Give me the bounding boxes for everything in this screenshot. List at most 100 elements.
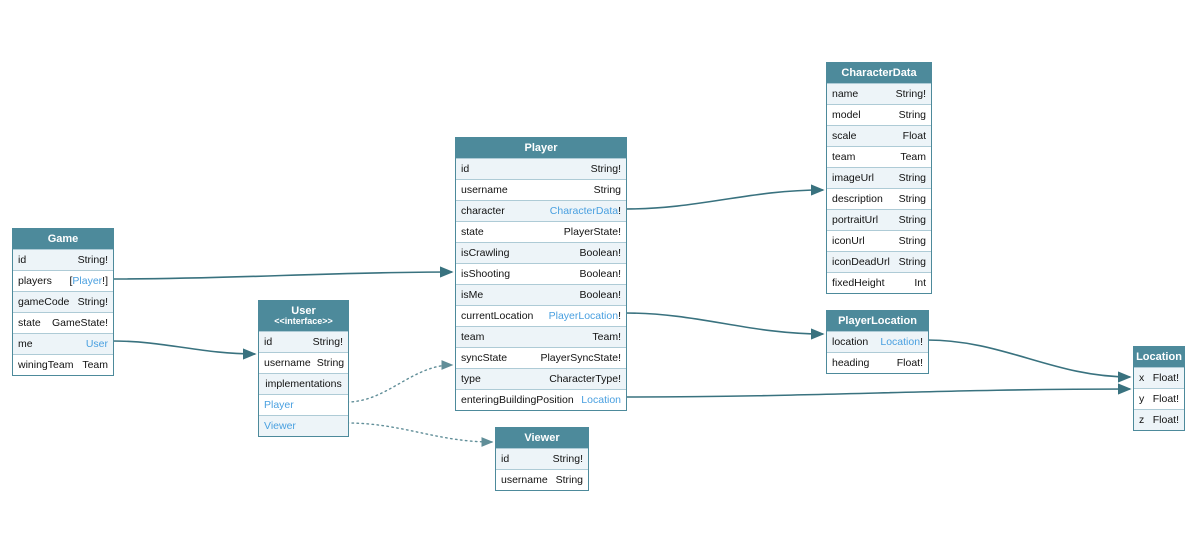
- type-link-characterdata[interactable]: CharacterData: [549, 205, 619, 217]
- field-name: state: [18, 317, 41, 329]
- field-name: currentLocation: [461, 310, 534, 322]
- field-name: imageUrl: [832, 172, 875, 184]
- field-type: PlayerState!: [563, 226, 621, 238]
- edge-user-viewer-to-viewer[interactable]: [346, 422, 494, 447]
- field-row-player-currentlocation[interactable]: currentLocation PlayerLocation!: [456, 305, 626, 326]
- field-name: description: [832, 193, 883, 205]
- field-type: PlayerSyncState!: [540, 352, 621, 364]
- field-row-location-y[interactable]: y Float!: [1134, 388, 1184, 409]
- field-type: Location!: [880, 336, 923, 348]
- field-type: Team: [900, 151, 926, 163]
- edge-game-me-to-user[interactable]: [111, 340, 257, 360]
- field-name: winingTeam: [18, 359, 74, 371]
- table-header-user[interactable]: User<<interface>>: [259, 301, 348, 331]
- field-row-user-implementations[interactable]: implementations: [259, 373, 348, 394]
- field-name: type: [461, 373, 481, 385]
- edge-player-character-to-characterdata[interactable]: [624, 184, 825, 210]
- table-header-location[interactable]: Location: [1134, 347, 1184, 367]
- edge-user-player-to-player[interactable]: [346, 360, 454, 403]
- type-link-playerlocation[interactable]: PlayerLocation: [548, 310, 619, 322]
- table-header-playerlocation[interactable]: PlayerLocation: [827, 311, 928, 331]
- field-type: Team!: [592, 331, 621, 343]
- table-header-characterdata[interactable]: CharacterData: [827, 63, 931, 83]
- type-link-location[interactable]: Location: [880, 336, 921, 348]
- type-link-user[interactable]: User: [85, 338, 108, 350]
- field-type: Float: [902, 130, 926, 142]
- edge-player-currentlocation-to-playerlocation[interactable]: [624, 312, 825, 340]
- table-header-viewer[interactable]: Viewer: [496, 428, 588, 448]
- implementation-link[interactable]: Player: [264, 399, 294, 411]
- field-type: Float!: [1152, 372, 1179, 384]
- field-name: id: [18, 254, 27, 266]
- field-name: isCrawling: [461, 247, 510, 259]
- implementation-link[interactable]: Viewer: [264, 420, 296, 432]
- field-row-characterdata-scale[interactable]: scale Float: [827, 125, 931, 146]
- field-name: scale: [832, 130, 857, 142]
- type-link-location[interactable]: Location: [581, 394, 621, 406]
- table-title: PlayerLocation: [838, 314, 917, 327]
- field-name: character: [461, 205, 505, 217]
- field-type: PlayerLocation!: [548, 310, 621, 322]
- field-type: String: [898, 214, 926, 226]
- field-row-user-viewer[interactable]: Viewer: [259, 415, 348, 436]
- edge-game-players-to-player[interactable]: [111, 266, 454, 280]
- field-name: syncState: [461, 352, 508, 364]
- field-name: heading: [832, 357, 870, 369]
- table-header-player[interactable]: Player: [456, 138, 626, 158]
- field-row-player-syncstate[interactable]: syncState PlayerSyncState!: [456, 347, 626, 368]
- table-header-game[interactable]: Game: [13, 229, 113, 249]
- edge-player-enteringbuildingposition-to-location[interactable]: [624, 383, 1132, 398]
- type-link-player[interactable]: Player: [72, 275, 103, 287]
- field-type: Boolean!: [579, 268, 621, 280]
- table-title: Game: [47, 232, 79, 245]
- field-row-player-type[interactable]: type CharacterType!: [456, 368, 626, 389]
- field-row-user-player[interactable]: Player: [259, 394, 348, 415]
- field-type: Float!: [1152, 393, 1179, 405]
- edge-playerlocation-location-to-location[interactable]: [926, 339, 1132, 383]
- field-name: y: [1139, 393, 1145, 405]
- field-type: CharacterType!: [549, 373, 621, 385]
- field-row-game-players[interactable]: players[Player!]: [13, 270, 113, 291]
- field-name: players: [18, 275, 52, 287]
